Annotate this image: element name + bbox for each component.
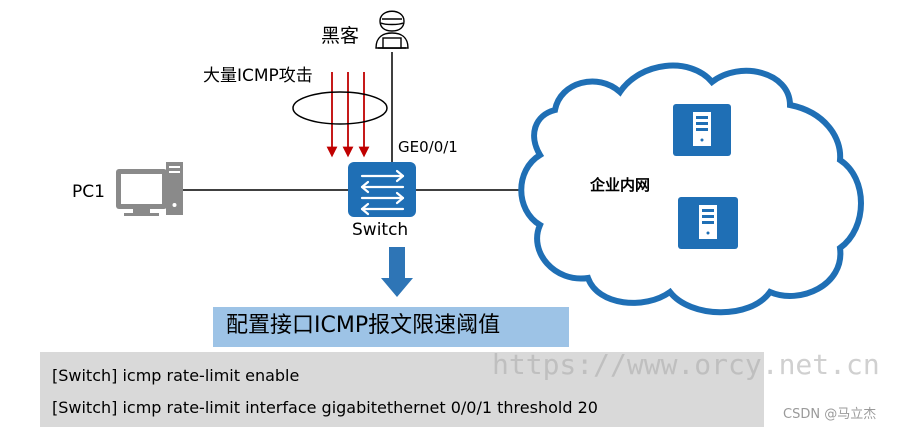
port-label: GE0/0/1 [398,138,458,156]
config-banner: 配置接口ICMP报文限速阈值 [213,307,569,347]
server-icon [673,104,731,156]
banner-text: 配置接口ICMP报文限速阈值 [226,313,501,338]
server-icon [678,197,738,249]
command-line: [Switch] icmp rate-limit interface gigab… [52,398,598,417]
attack-arrows [326,72,370,158]
pc-label: PC1 [72,182,105,202]
command-box: [Switch] icmp rate-limit enable [Switch]… [40,352,764,427]
command-line: [Switch] icmp rate-limit enable [52,366,300,385]
attack-ellipse [292,91,388,125]
hacker-label: 黑客 [321,25,360,47]
switch-icon [348,162,416,217]
hacker-icon [375,10,409,49]
cloud-label: 企业内网 [590,176,651,194]
attack-label: 大量ICMP攻击 [203,66,313,86]
watermark: https://www.orcy.net.cn [492,348,880,381]
pc-icon [116,162,183,216]
credit-label: CSDN @马立杰 [783,407,877,422]
enterprise-cloud [518,62,864,316]
down-arrow [381,247,413,297]
switch-label: Switch [352,220,409,240]
